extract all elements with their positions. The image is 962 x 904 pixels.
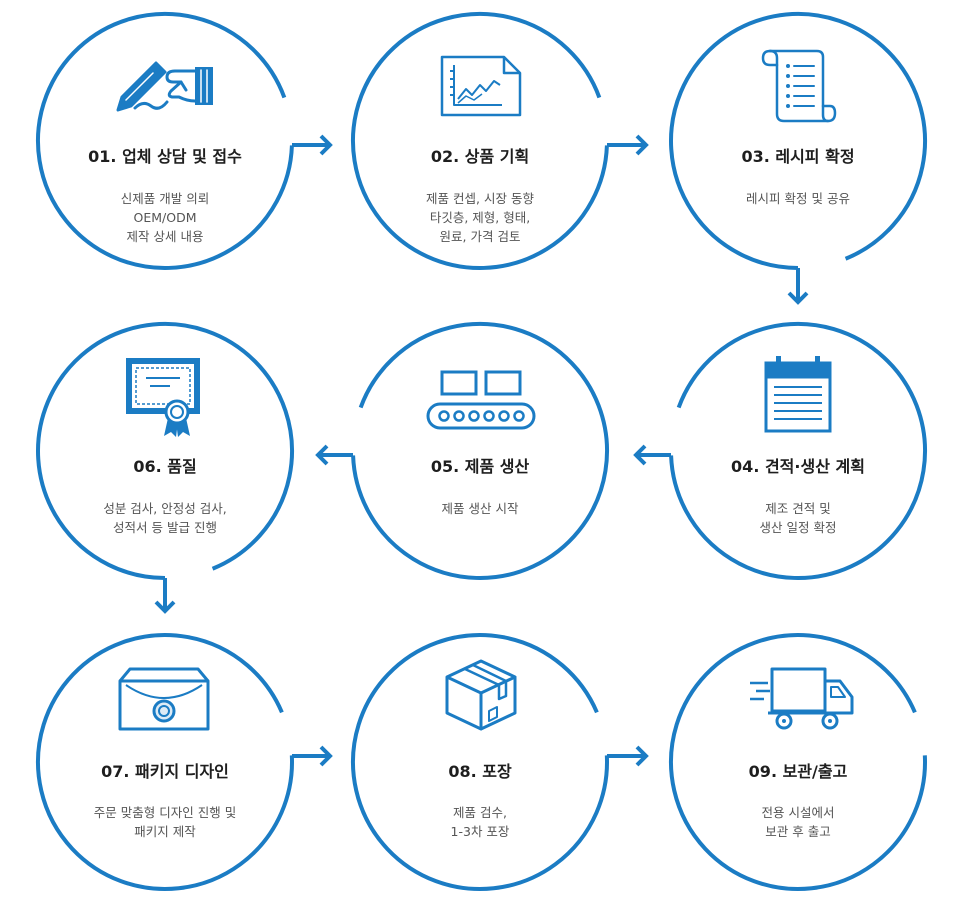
process-step-02: 02. 상품 기획 제품 컨셉, 시장 동향 타깃층, 제형, 형태, 원료, … — [350, 11, 610, 271]
step-ring — [669, 322, 927, 580]
connector-arrow-03-04 — [787, 268, 809, 305]
process-step-01: 01. 업체 상담 및 접수 신제품 개발 의뢰 OEM/ODM 제작 상세 내… — [35, 11, 295, 271]
description-line: 보관 후 출고 — [765, 824, 831, 839]
description-line: 원료, 가격 검토 — [439, 229, 521, 244]
process-step-09: 09. 보관/출고 전용 시설에서 보관 후 출고 — [668, 632, 928, 892]
description-line: 신제품 개발 의뢰 — [120, 191, 210, 206]
connector-arrow-02-03 — [607, 134, 649, 156]
description-line: 제품 검수, — [453, 805, 507, 820]
step-title: 09. 보관/출고 — [748, 762, 848, 781]
step-description: 레시피 확정 및 공유 — [668, 189, 928, 208]
step-title: 05. 제품 생산 — [430, 457, 530, 476]
step-description: 신제품 개발 의뢰 OEM/ODM 제작 상세 내용 — [35, 189, 295, 246]
process-step-06: 06. 품질 성분 검사, 안정성 검사, 성적서 등 발급 진행 — [35, 321, 295, 581]
description-line: 레시피 확정 및 공유 — [746, 191, 850, 206]
chart-document-icon — [440, 55, 522, 117]
step-title: 07. 패키지 디자인 — [101, 762, 229, 781]
description-line: 패키지 제작 — [134, 824, 196, 839]
process-step-08: 08. 포장 제품 검수, 1-3차 포장 — [350, 632, 610, 892]
description-line: 제작 상세 내용 — [126, 229, 204, 244]
calendar-icon — [764, 355, 832, 433]
step-description: 제품 생산 시작 — [350, 499, 610, 518]
description-line: 성적서 등 발급 진행 — [113, 520, 217, 535]
step-ring — [36, 322, 294, 580]
recipe-scroll-icon — [760, 48, 838, 124]
connector-arrow-06-07 — [154, 578, 176, 614]
step-description: 주문 맞춤형 디자인 진행 및 패키지 제작 — [35, 803, 295, 841]
step-ring — [351, 322, 609, 580]
connector-arrow-07-08 — [292, 745, 333, 767]
step-ring — [669, 633, 927, 892]
process-step-07: 07. 패키지 디자인 주문 맞춤형 디자인 진행 및 패키지 제작 — [35, 632, 295, 892]
description-line: 제조 견적 및 — [765, 501, 831, 516]
process-step-04: 04. 견적·생산 계획 제조 견적 및 생산 일정 확정 — [668, 321, 928, 581]
step-description: 성분 검사, 안정성 검사, 성적서 등 발급 진행 — [35, 499, 295, 537]
certificate-icon — [124, 356, 202, 438]
description-line: OEM/ODM — [133, 210, 197, 225]
step-ring — [36, 633, 294, 892]
step-title: 06. 품질 — [133, 457, 197, 476]
step-title: 02. 상품 기획 — [430, 147, 530, 166]
step-ring — [669, 12, 927, 270]
delivery-truck-icon — [748, 667, 854, 730]
pen-writing-icon — [113, 55, 215, 113]
step-description: 제품 검수, 1-3차 포장 — [350, 803, 610, 841]
description-line: 전용 시설에서 — [761, 805, 835, 820]
conveyor-belt-icon — [426, 370, 536, 430]
description-line: 성분 검사, 안정성 검사, — [103, 501, 227, 516]
envelope-package-icon — [118, 667, 210, 731]
step-ring — [351, 12, 609, 270]
description-line: 1-3차 포장 — [450, 824, 510, 839]
process-step-05: 05. 제품 생산 제품 생산 시작 — [350, 321, 610, 581]
step-title: 01. 업체 상담 및 접수 — [88, 147, 242, 166]
box-icon — [445, 659, 517, 731]
step-ring — [36, 12, 294, 270]
description-line: 주문 맞춤형 디자인 진행 및 — [93, 805, 237, 820]
description-line: 제품 생산 시작 — [441, 501, 519, 516]
step-title: 04. 견적·생산 계획 — [731, 457, 865, 476]
description-line: 생산 일정 확정 — [759, 520, 837, 535]
step-title: 03. 레시피 확정 — [741, 147, 855, 166]
process-step-03: 03. 레시피 확정 레시피 확정 및 공유 — [668, 11, 928, 271]
step-ring — [351, 633, 609, 892]
step-description: 전용 시설에서 보관 후 출고 — [668, 803, 928, 841]
connector-arrow-04-05 — [633, 444, 671, 466]
connector-arrow-01-02 — [292, 134, 333, 156]
description-line: 타깃층, 제형, 형태, — [429, 210, 531, 225]
connector-arrow-08-09 — [607, 745, 649, 767]
step-description: 제품 컨셉, 시장 동향 타깃층, 제형, 형태, 원료, 가격 검토 — [350, 189, 610, 246]
step-title: 08. 포장 — [448, 762, 512, 781]
connector-arrow-05-06 — [315, 444, 353, 466]
step-description: 제조 견적 및 생산 일정 확정 — [668, 499, 928, 537]
description-line: 제품 컨셉, 시장 동향 — [426, 191, 534, 206]
